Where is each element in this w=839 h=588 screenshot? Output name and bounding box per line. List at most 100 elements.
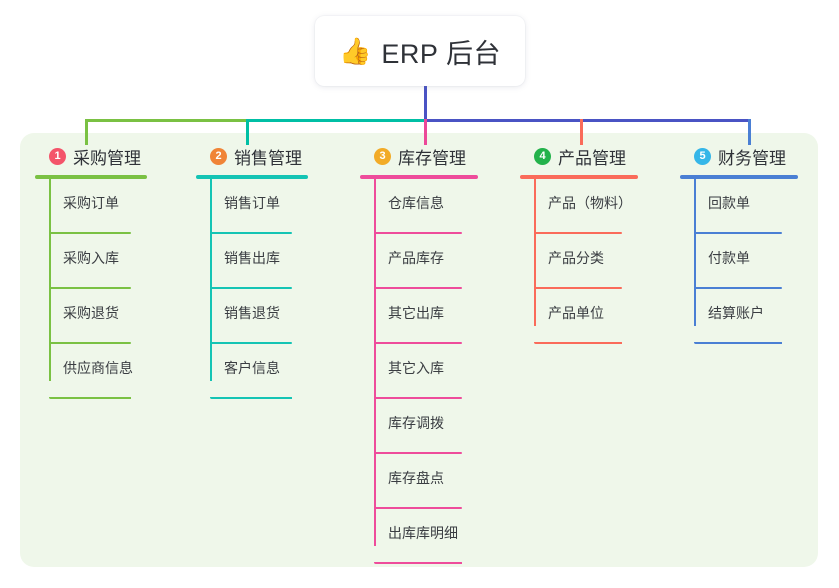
branch-item-label: 采购入库 (63, 250, 119, 266)
branch-item-label: 付款单 (708, 250, 750, 266)
branch-header-1[interactable]: 1 采购管理 (35, 143, 185, 169)
branch-item-label: 产品单位 (548, 305, 604, 321)
branch-header-rule (520, 175, 638, 179)
branch-item[interactable]: 采购订单 (35, 179, 185, 234)
connector-drop-1 (85, 119, 88, 145)
branch-number-badge: 2 (210, 147, 227, 165)
branch-item-rule (210, 232, 292, 234)
branch-item[interactable]: 其它入库 (360, 344, 500, 399)
branch-item-rule (49, 232, 131, 234)
branch-item[interactable]: 付款单 (680, 234, 820, 289)
branch-header-5[interactable]: 5 财务管理 (680, 143, 820, 169)
branch-header-rule (680, 175, 798, 179)
branch-item-label: 采购订单 (63, 195, 119, 211)
branch-title: 库存管理 (398, 148, 466, 168)
connector-bar-segment-1 (85, 119, 246, 122)
branch-number-badge: 5 (694, 147, 711, 165)
branch-title: 采购管理 (73, 148, 141, 168)
branch-item-label: 销售出库 (224, 250, 280, 266)
branch-item-rule (49, 397, 131, 399)
branch-item-label: 产品（物料） (548, 195, 632, 211)
branch-item-label: 销售退货 (224, 305, 280, 321)
branch-item-rule (694, 232, 782, 234)
branch-item-list: 仓库信息产品库存其它出库其它入库库存调拨库存盘点出库库明细 (360, 179, 500, 564)
branch-item-rule (374, 342, 462, 344)
branch-item-rule (49, 342, 131, 344)
branch-column-5: 5 财务管理回款单付款单结算账户 (680, 143, 820, 344)
branch-item-label: 库存盘点 (388, 470, 444, 486)
branch-item-label: 其它出库 (388, 305, 444, 321)
branch-item-rule (374, 232, 462, 234)
branch-item[interactable]: 库存盘点 (360, 454, 500, 509)
branch-item-rule (374, 562, 462, 564)
root-node-title: ERP 后台 (381, 38, 501, 69)
connector-root-stem (424, 86, 427, 122)
branch-item-list: 回款单付款单结算账户 (680, 179, 820, 344)
branch-item-label: 其它入库 (388, 360, 444, 376)
branch-item[interactable]: 产品（物料） (520, 179, 660, 234)
branch-item-label: 仓库信息 (388, 195, 444, 211)
branch-item[interactable]: 采购入库 (35, 234, 185, 289)
branch-item[interactable]: 产品单位 (520, 289, 660, 344)
branch-item[interactable]: 其它出库 (360, 289, 500, 344)
branch-item[interactable]: 销售订单 (196, 179, 336, 234)
branch-item-label: 产品分类 (548, 250, 604, 266)
branch-title: 销售管理 (234, 148, 302, 168)
branch-item-rule (694, 342, 782, 344)
branch-spine (534, 179, 536, 326)
branch-item-list: 产品（物料） 产品分类产品单位 (520, 179, 660, 344)
branch-item-rule (694, 287, 782, 289)
branch-column-1: 1 采购管理采购订单采购入库采购退货供应商信息 (35, 143, 185, 399)
branch-item[interactable]: 供应商信息 (35, 344, 185, 399)
connector-bar-segment-2 (246, 119, 424, 122)
branch-header-rule (360, 175, 478, 179)
branch-spine (210, 179, 212, 381)
connector-drop-5 (748, 119, 751, 145)
branch-item-label: 客户信息 (224, 360, 280, 376)
branch-item-label: 采购退货 (63, 305, 119, 321)
connector-bar-segment-3 (424, 119, 751, 122)
branch-item[interactable]: 销售出库 (196, 234, 336, 289)
branch-item-label: 库存调拨 (388, 415, 444, 431)
branch-item-rule (534, 232, 622, 234)
branch-item[interactable]: 采购退货 (35, 289, 185, 344)
branch-item-rule (374, 452, 462, 454)
branch-header-2[interactable]: 2 销售管理 (196, 143, 336, 169)
branch-item[interactable]: 产品分类 (520, 234, 660, 289)
branch-item-rule (210, 287, 292, 289)
branch-item-label: 供应商信息 (63, 360, 133, 376)
branch-item-rule (374, 397, 462, 399)
branch-item[interactable]: 销售退货 (196, 289, 336, 344)
branch-item[interactable]: 结算账户 (680, 289, 820, 344)
branch-item-rule (49, 287, 131, 289)
branch-item-rule (210, 342, 292, 344)
thumbs-up-icon: 👍 (339, 36, 372, 66)
branch-column-2: 2 销售管理销售订单销售出库销售退货客户信息 (196, 143, 336, 399)
branch-item-label: 产品库存 (388, 250, 444, 266)
branch-item[interactable]: 产品库存 (360, 234, 500, 289)
branch-item-label: 回款单 (708, 195, 750, 211)
branch-item-rule (210, 397, 292, 399)
branch-item[interactable]: 回款单 (680, 179, 820, 234)
root-node-card[interactable]: 👍 ERP 后台 (315, 16, 525, 86)
branch-spine (374, 179, 376, 546)
branch-title: 产品管理 (558, 148, 626, 168)
branch-item[interactable]: 仓库信息 (360, 179, 500, 234)
branch-item[interactable]: 客户信息 (196, 344, 336, 399)
branch-item[interactable]: 出库库明细 (360, 509, 500, 564)
branch-item-list: 采购订单采购入库采购退货供应商信息 (35, 179, 185, 399)
branch-title: 财务管理 (718, 148, 786, 168)
branch-spine (694, 179, 696, 326)
branch-header-rule (196, 175, 308, 179)
branch-item-label: 销售订单 (224, 195, 280, 211)
branch-item-label: 结算账户 (708, 305, 764, 321)
branch-number-badge: 1 (49, 147, 66, 165)
branch-header-rule (35, 175, 147, 179)
connector-drop-4 (580, 119, 583, 145)
branch-item[interactable]: 库存调拨 (360, 399, 500, 454)
branch-item-list: 销售订单销售出库销售退货客户信息 (196, 179, 336, 399)
